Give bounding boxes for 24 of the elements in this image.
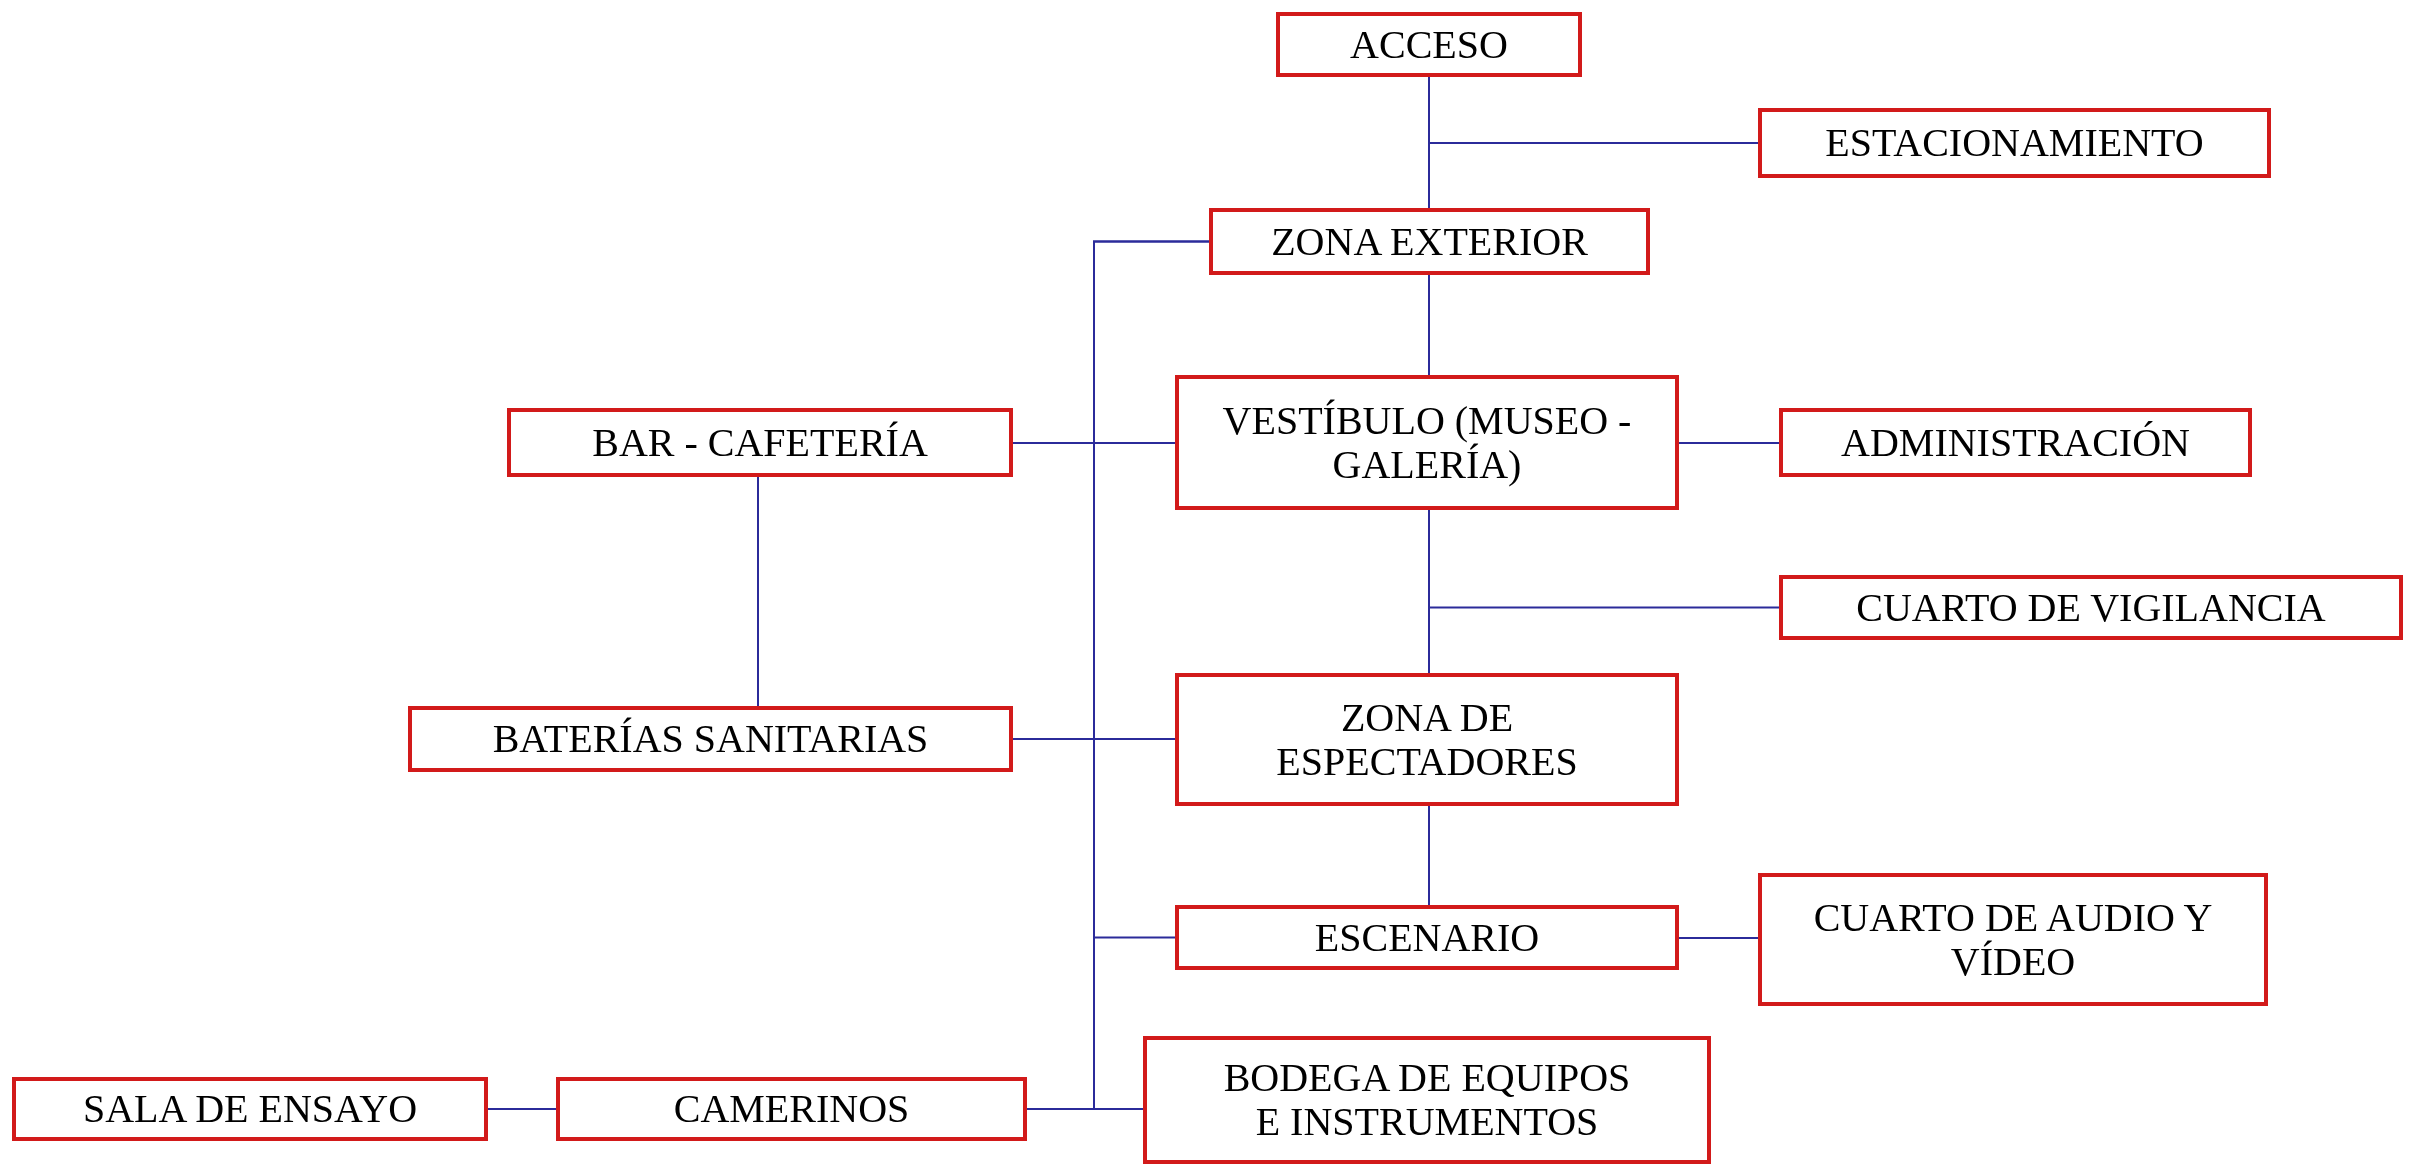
connector-line xyxy=(1093,240,1210,1110)
room-box: VESTÍBULO (MUSEO - GALERÍA) xyxy=(1175,375,1679,510)
room-box: ESCENARIO xyxy=(1175,905,1679,970)
room-box: CUARTO DE VIGILANCIA xyxy=(1779,575,2403,640)
connector-line xyxy=(1678,442,1780,444)
room-box: ADMINISTRACIÓN xyxy=(1779,408,2252,477)
connector-line xyxy=(757,476,759,707)
room-box: SALA DE ENSAYO xyxy=(12,1077,488,1141)
room-box: CUARTO DE AUDIO Y VÍDEO xyxy=(1758,873,2268,1006)
connector-line xyxy=(1428,274,1430,376)
room-box: BODEGA DE EQUIPOS E INSTRUMENTOS xyxy=(1143,1036,1711,1164)
connector-line xyxy=(1428,509,1430,674)
connector-line xyxy=(487,1108,557,1110)
room-box: BAR - CAFETERÍA xyxy=(507,408,1013,477)
connector-line xyxy=(1428,805,1430,906)
connector-line xyxy=(1012,738,1176,740)
room-box: ESTACIONAMIENTO xyxy=(1758,108,2271,178)
room-box: CAMERINOS xyxy=(556,1077,1027,1141)
connector-line xyxy=(1012,442,1176,444)
connector-line xyxy=(1678,937,1759,939)
room-box: ZONA EXTERIOR xyxy=(1209,208,1650,275)
room-box: BATERÍAS SANITARIAS xyxy=(408,706,1013,772)
room-box: ACCESO xyxy=(1276,12,1582,77)
room-box: ZONA DE ESPECTADORES xyxy=(1175,673,1679,806)
